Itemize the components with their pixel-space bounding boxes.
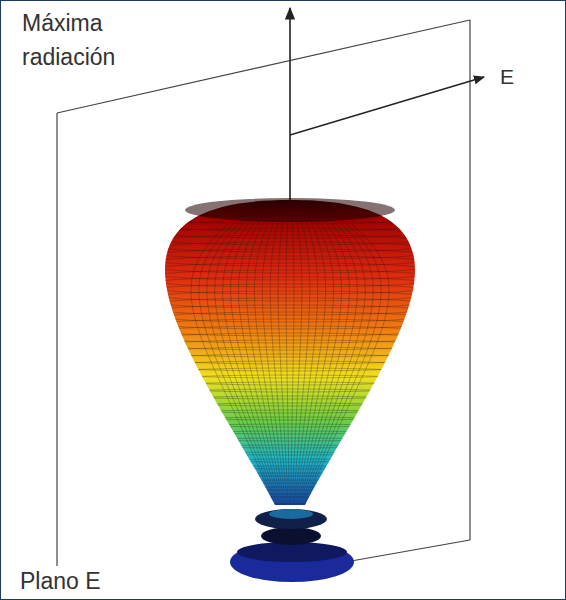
mesh-meridian [297, 200, 334, 505]
e-field-arrow [290, 77, 484, 135]
bottom-lobes [230, 509, 354, 582]
mesh-ring [160, 396, 420, 406]
mesh-meridian [305, 200, 389, 505]
mesh-ring [160, 368, 420, 378]
mesh-meridian [303, 200, 374, 505]
mesh-ring [160, 480, 420, 490]
mesh-ring [160, 473, 420, 483]
mesh-ring [160, 431, 420, 441]
mesh-meridian [298, 200, 342, 505]
mesh-meridian [301, 200, 365, 505]
mesh-ring [160, 389, 420, 399]
field-label: E [498, 64, 516, 90]
mesh-meridian [293, 200, 310, 505]
mesh-ring [160, 452, 420, 462]
mesh-ring [160, 459, 420, 469]
mesh-meridian [304, 200, 381, 505]
mesh-ring [160, 445, 420, 455]
mesh-meridian [294, 200, 318, 505]
mesh-ring [160, 410, 420, 420]
mesh-meridian [286, 200, 289, 505]
mesh-ring [160, 438, 420, 448]
mesh-meridian [199, 200, 276, 505]
lobe-top-cap [185, 198, 395, 222]
max-radiation-axis [289, 8, 291, 205]
mesh-ring [160, 382, 420, 392]
mesh-meridian [300, 200, 357, 505]
mesh-meridian [262, 200, 286, 505]
mesh-meridian [299, 200, 349, 505]
plane-label: Plano E [18, 566, 103, 596]
mesh-ring [160, 494, 420, 504]
mesh-meridian [191, 200, 275, 505]
mesh-meridian [223, 200, 280, 505]
mesh-meridian [270, 200, 287, 505]
mesh-ring [160, 375, 420, 385]
max-radiation-label: Máxima radiación [20, 6, 174, 74]
mesh-ring [160, 487, 420, 497]
mesh-ring [160, 424, 420, 434]
mesh-meridian [291, 200, 294, 505]
mesh-ring [160, 403, 420, 413]
mesh-ring [160, 466, 420, 476]
mesh-ring [160, 417, 420, 427]
lobe-mesh [160, 200, 420, 505]
e-plane [57, 20, 470, 592]
